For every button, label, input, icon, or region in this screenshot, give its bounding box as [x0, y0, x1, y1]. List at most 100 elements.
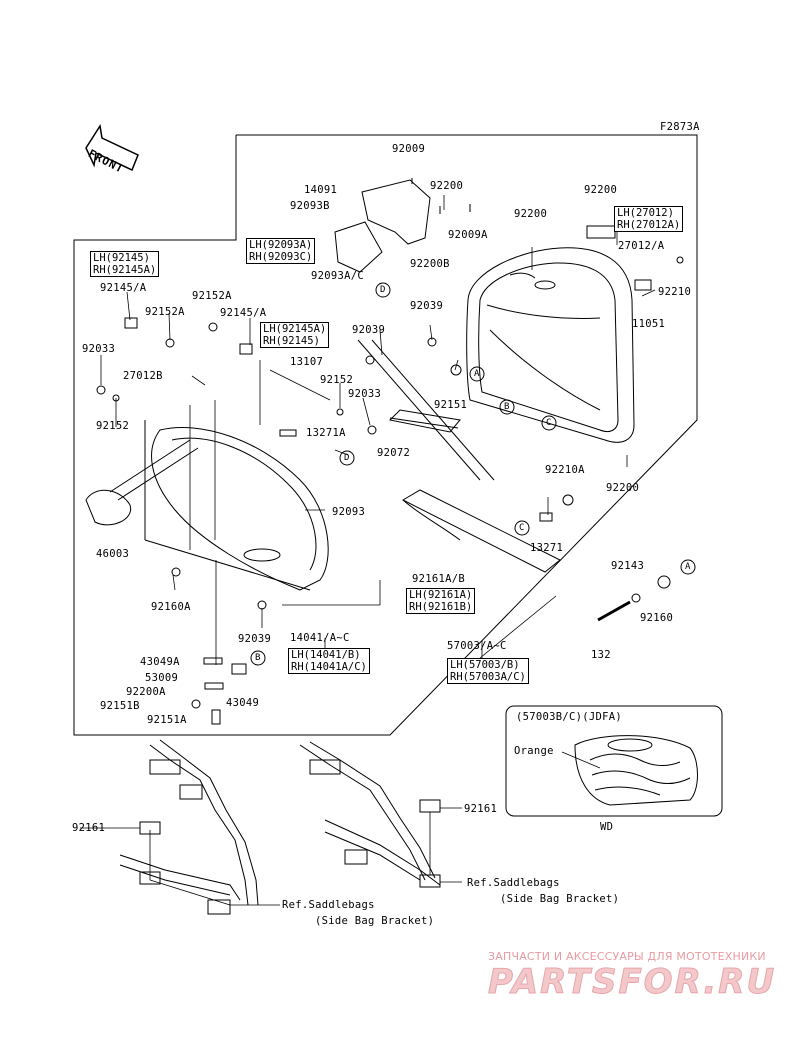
rh-text: RH(92161B)	[409, 601, 473, 613]
left-lid-hinge	[85, 439, 199, 526]
ref-left-line2: (Side Bag Bracket)	[315, 915, 435, 927]
part-label: 92161	[464, 803, 498, 815]
trim-strip	[401, 489, 561, 573]
right-saddlebag-shell	[466, 247, 635, 443]
callout-a: A	[685, 562, 691, 572]
lh-rh-box-27012: LH(27012) RH(27012A)	[614, 206, 684, 232]
stay-rods	[357, 339, 495, 481]
part-label: 14041/A~C	[290, 632, 350, 644]
part-label: 46003	[96, 548, 130, 560]
part-label: 92151	[434, 399, 468, 411]
assembly-frame	[73, 134, 698, 736]
part-label: 92160A	[151, 601, 191, 613]
lh-rh-box-92093: LH(92093A) RH(92093C)	[246, 238, 316, 264]
leader-lines	[100, 195, 656, 665]
side-bag-bracket-left	[80, 739, 280, 915]
side-bag-bracket-right	[299, 741, 462, 888]
box-leaders	[324, 638, 483, 658]
rh-text: RH(92145)	[263, 335, 320, 347]
part-label: 13271A	[306, 427, 346, 439]
ref-left-line1: Ref.Saddlebags	[282, 899, 375, 911]
inset-box	[505, 705, 723, 817]
hinge-plate-top	[334, 178, 471, 273]
lh-text: LH(92161A)	[409, 589, 473, 601]
lh-text: LH(14041/B)	[291, 649, 361, 661]
part-label: 92152	[320, 374, 354, 386]
lh-text: LH(92093A)	[249, 239, 313, 251]
part-label: 92151B	[100, 700, 140, 712]
front-arrow-icon	[85, 123, 139, 172]
lh-rh-box-92161: LH(92161A) RH(92161B)	[406, 588, 476, 614]
part-label: 92033	[348, 388, 382, 400]
figure-code: F2873A	[660, 121, 700, 133]
part-label: 92145/A	[100, 282, 147, 294]
rh-text: RH(92145A)	[93, 264, 157, 276]
part-label: 92200	[606, 482, 640, 494]
lh-text: LH(27012)	[617, 207, 674, 219]
part-label: 92152A	[192, 290, 232, 302]
part-label: 92210	[658, 286, 692, 298]
watermark-logo: PARTSFOR.RU	[487, 962, 777, 1003]
ref-right-line1: Ref.Saddlebags	[467, 877, 560, 889]
part-label: 92200	[514, 208, 548, 220]
lh-text: LH(57003/B)	[450, 659, 520, 671]
callout-a: A	[474, 369, 480, 379]
part-label: 92009A	[448, 229, 488, 241]
part-label: 92033	[82, 343, 116, 355]
lh-rh-box-14041: LH(14041/B) RH(14041A/C)	[288, 648, 370, 674]
part-label: 92039	[238, 633, 272, 645]
callout-circles	[250, 282, 696, 666]
part-label: 43049A	[140, 656, 180, 668]
part-label: 92093A/C	[311, 270, 364, 282]
callout-b: B	[504, 402, 510, 412]
left-saddlebag-shell	[144, 420, 329, 591]
part-label: 92161A/B	[412, 573, 465, 585]
part-label: 92200B	[410, 258, 450, 270]
rh-text: RH(14041A/C)	[291, 661, 367, 673]
part-label: 92152	[96, 420, 130, 432]
lh-text: LH(92145)	[93, 252, 150, 264]
lh-rh-box-57003: LH(57003/B) RH(57003A/C)	[447, 658, 529, 684]
ref-right-line2: (Side Bag Bracket)	[500, 893, 620, 905]
part-label: 27012B	[123, 370, 163, 382]
part-label: 92145/A	[220, 307, 267, 319]
part-label: 92093B	[290, 200, 330, 212]
callout-d: D	[344, 453, 350, 463]
watermark-subtitle: ЗАПЧАСТИ И АКСЕССУАРЫ ДЛЯ МОТОТЕХНИКИ	[488, 950, 766, 963]
lh-rh-box-92145-left: LH(92145) RH(92145A)	[90, 251, 160, 277]
part-label: 43049	[226, 697, 260, 709]
part-label: 92151A	[147, 714, 187, 726]
part-label: 11051	[632, 318, 666, 330]
lh-rh-box-92145-mid: LH(92145A) RH(92145)	[260, 322, 330, 348]
small-parts	[96, 225, 684, 725]
lh-text: LH(92145A)	[263, 323, 327, 335]
part-label: 92200	[430, 180, 464, 192]
part-label: 92160	[640, 612, 674, 624]
part-label: 13107	[290, 356, 324, 368]
callout-b: B	[255, 653, 261, 663]
part-label: 53009	[145, 672, 179, 684]
part-label: 27012/A	[618, 240, 665, 252]
rh-text: RH(92093C)	[249, 251, 313, 263]
inset-bag-drawing	[561, 735, 698, 806]
part-label: 57003/A~C	[447, 640, 507, 652]
part-label: 92039	[410, 300, 444, 312]
inset-title: (57003B/C)(JDFA)	[516, 711, 622, 723]
callout-c: C	[519, 523, 525, 533]
callout-c: C	[546, 418, 552, 428]
part-label: 13271	[530, 542, 564, 554]
part-label: 92039	[352, 324, 386, 336]
part-label: 92093	[332, 506, 366, 518]
part-label: 92200	[584, 184, 618, 196]
part-label: 92161	[72, 822, 106, 834]
part-label: 92200A	[126, 686, 166, 698]
part-label: 92152A	[145, 306, 185, 318]
inset-model: WD	[600, 821, 614, 833]
rh-text: RH(57003A/C)	[450, 671, 526, 683]
inset-color-label: Orange	[514, 745, 554, 757]
part-label: 132	[591, 649, 611, 661]
callout-d: D	[380, 285, 386, 295]
part-label: 92143	[611, 560, 645, 572]
